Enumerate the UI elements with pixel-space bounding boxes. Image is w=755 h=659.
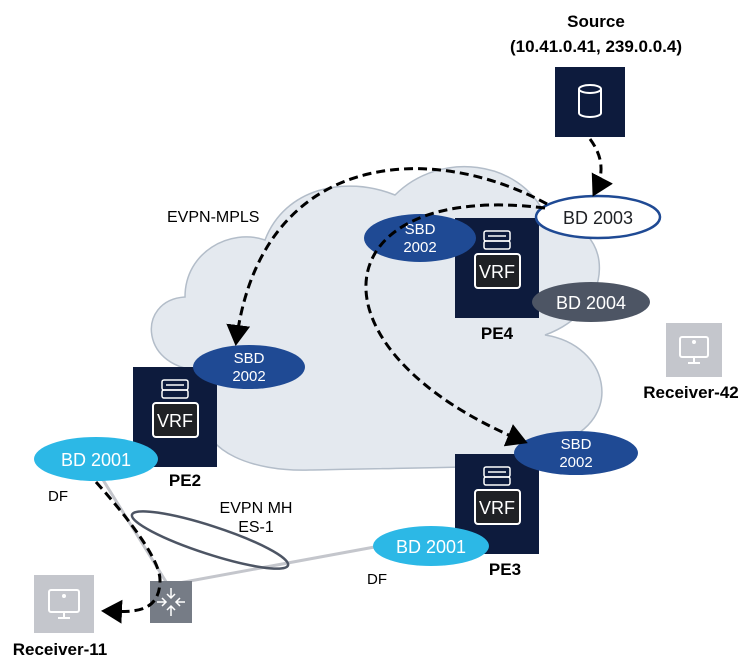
path-bd2003-to-pe2-sbd (226, 167, 548, 346)
path-bd2003-to-pe3-sbd (364, 203, 546, 447)
pe2-sbd-label-line1: SBD (234, 350, 265, 367)
router-stack-icon (161, 379, 189, 399)
receiver-42-label: Receiver-42 (643, 383, 738, 402)
pe3-vrf-label: VRF (479, 498, 515, 518)
pe2-bd2001-label: BD 2001 (61, 450, 131, 470)
path-pe2-bd2001-to-receiver-11 (94, 480, 162, 624)
evpn-mh-label-line1: EVPN MH (220, 500, 293, 517)
source-server (555, 67, 625, 137)
access-switch (150, 581, 192, 623)
pe3-bd2001-ellipse (373, 526, 489, 566)
receiver-11-device (34, 575, 94, 633)
monitor-icon (48, 589, 80, 619)
source-title: Source (567, 12, 625, 31)
pe2-sbd-label-line2: 2002 (232, 368, 265, 385)
path-source-to-bd2003 (588, 138, 613, 197)
router-stack-icon (483, 466, 511, 486)
evpn-mh-label-line2: ES-1 (238, 519, 274, 536)
pe4-vrf-label: VRF (479, 262, 515, 282)
pe3-sbd2002-ellipse (514, 431, 638, 475)
pe3-bd2001-label: BD 2001 (396, 537, 466, 557)
evpn-mpls-label: EVPN-MPLS (167, 209, 259, 226)
pe3-sbd-label-line2: 2002 (559, 454, 592, 471)
pe3-label: PE3 (489, 560, 521, 579)
pe4-sbd-label-line1: SBD (405, 221, 436, 238)
df-label-pe3: DF (367, 571, 387, 588)
receiver-42-device (666, 323, 722, 377)
pe4-bd2004-ellipse (532, 282, 650, 322)
source-address: (10.41.0.41, 239.0.0.4) (510, 37, 682, 56)
evpn-mh-es1-ring (130, 510, 290, 570)
pe2-label: PE2 (169, 471, 201, 490)
pe2-sbd2002-ellipse (193, 345, 305, 389)
receiver-11-label: Receiver-11 (13, 640, 108, 659)
pe3-sbd-label-line1: SBD (561, 436, 592, 453)
df-label-pe2: DF (48, 488, 68, 505)
database-icon (578, 84, 602, 118)
pe4-label: PE4 (481, 324, 514, 343)
pe4-bd2003-label: BD 2003 (563, 208, 633, 228)
pe4-bd2004-label: BD 2004 (556, 293, 626, 313)
pe4-sbd-label-line2: 2002 (403, 239, 436, 256)
pe2-vrf-label: VRF (157, 411, 193, 431)
monitor-icon (679, 336, 709, 364)
pe4-sbd2002-ellipse (364, 214, 476, 262)
pe2-bd2001-ellipse (34, 437, 158, 481)
router-stack-icon (483, 230, 511, 250)
switch-arrows-icon (157, 588, 185, 616)
router-pe3: VRF (455, 454, 539, 554)
